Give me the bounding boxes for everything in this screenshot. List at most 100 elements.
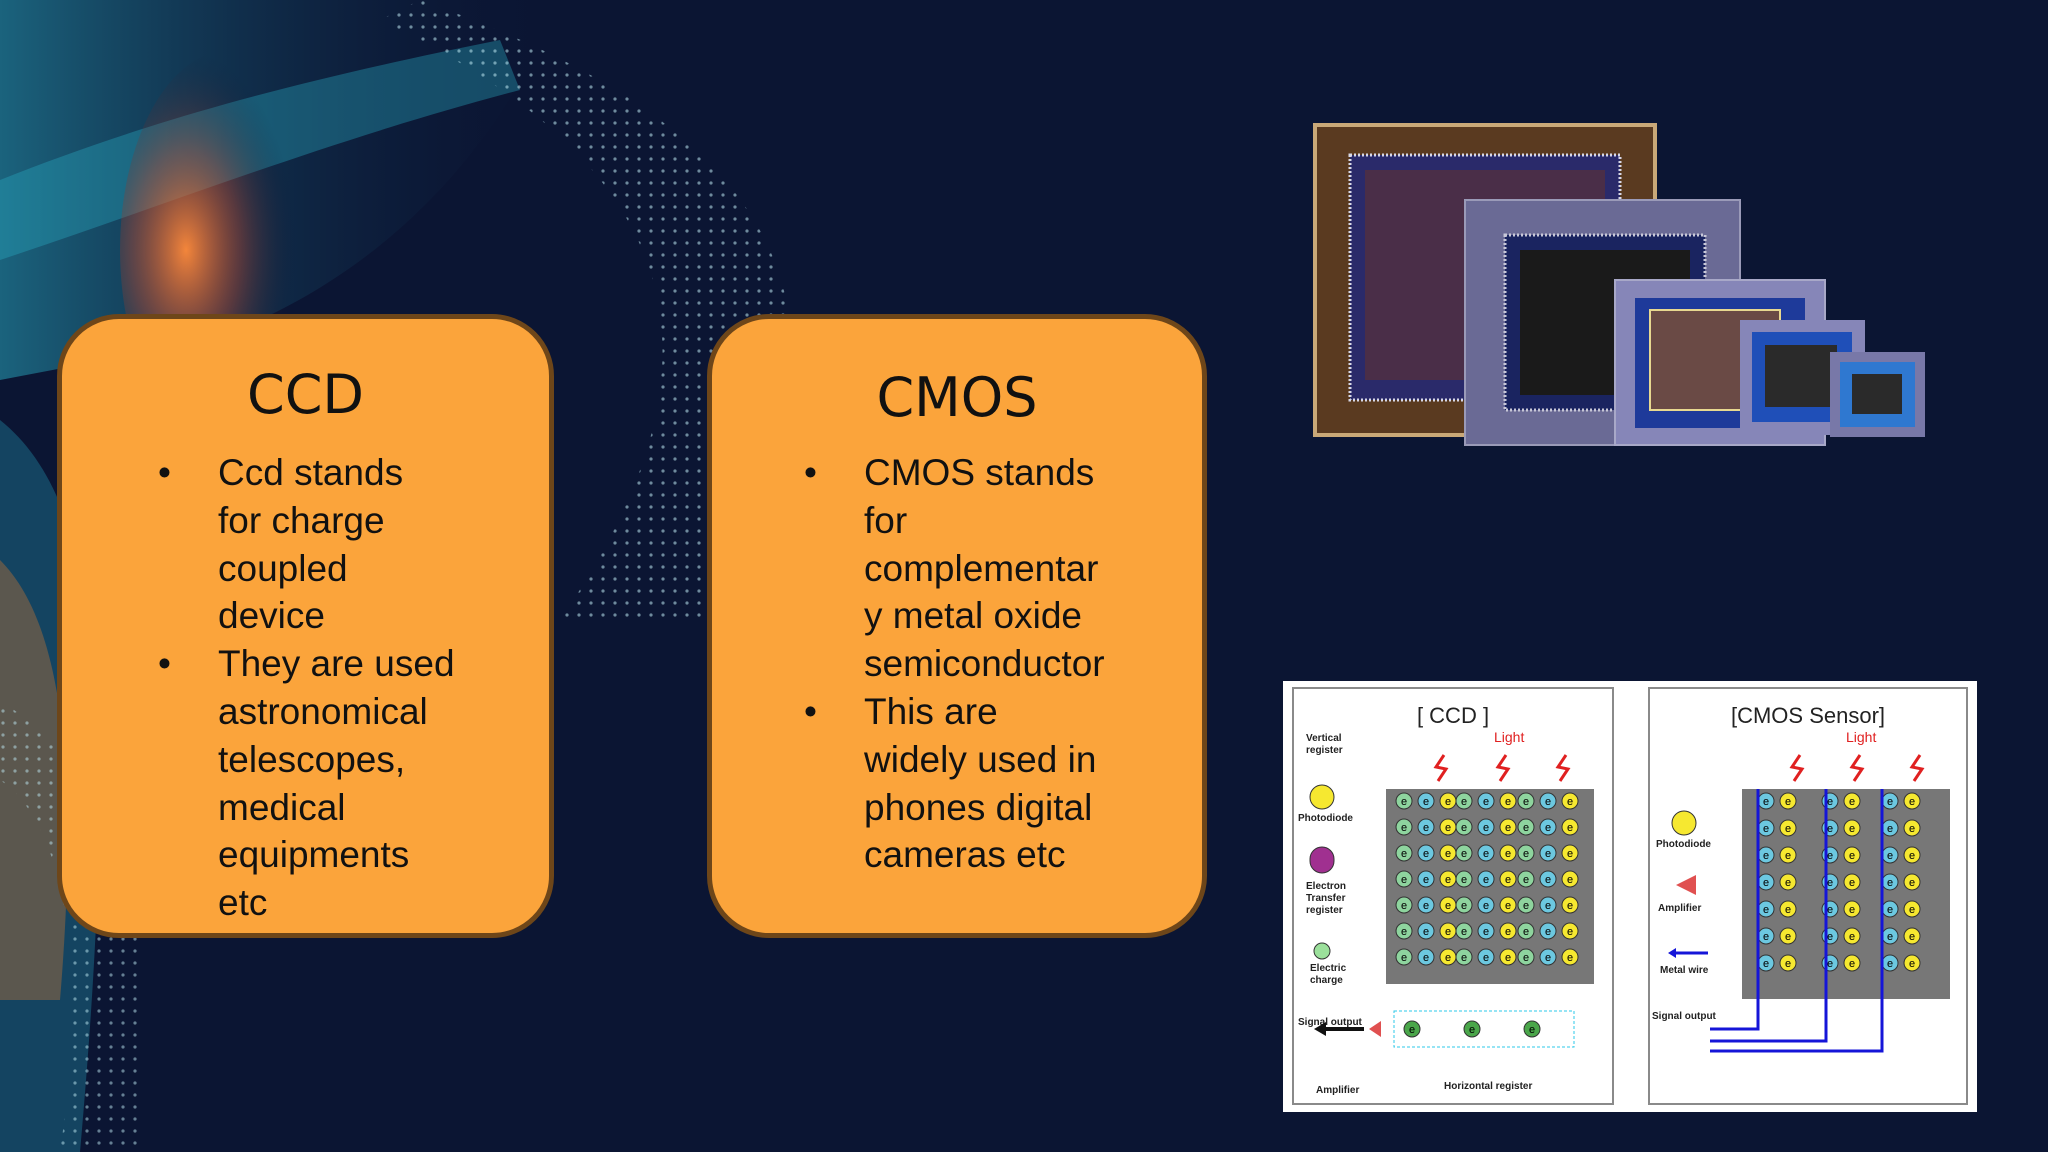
electron-label: e (1545, 900, 1551, 912)
electron-label: e (1849, 877, 1855, 889)
electron-label: e (1909, 796, 1915, 808)
pixel-cell (1395, 896, 1413, 914)
electron-label: e (1827, 850, 1833, 862)
electron-label: e (1909, 877, 1915, 889)
photodiode-legend-icon (1671, 810, 1697, 836)
light-label: Light (1494, 729, 1525, 745)
ccd-diagram-title: [ CCD ] (1416, 703, 1490, 728)
pixel-cell (1499, 922, 1517, 940)
metal-wire-label: Metal wire (1660, 965, 1709, 976)
electron-label: e (1461, 900, 1467, 912)
pixel-cell (1779, 900, 1797, 918)
electron-label: e (1887, 823, 1893, 835)
bullet-dot-icon: • (804, 452, 817, 493)
electron-label: e (1763, 823, 1769, 835)
electron-label: e (1887, 904, 1893, 916)
electron-label: e (1401, 796, 1407, 808)
pixel-cell (1779, 846, 1797, 864)
pixel-cell (1903, 819, 1921, 837)
electron-label: e (1545, 926, 1551, 938)
ccd-cmos-diagram: [ CCD ] Light Vertical register Photodio… (1283, 681, 1977, 1112)
ccd-card: CCD • Ccd stands for charge coupled devi… (57, 314, 554, 938)
electron-label: e (1887, 796, 1893, 808)
electron-label: e (1483, 926, 1489, 938)
pixel-cell (1843, 792, 1861, 810)
pixel-cell (1417, 948, 1435, 966)
label-line: charge (1310, 975, 1343, 986)
electron-label: e (1445, 900, 1451, 912)
ccd-bullet-list: • Ccd stands for charge coupled device •… (158, 449, 537, 927)
electron-label: e (1763, 958, 1769, 970)
label-line: Transfer (1306, 893, 1346, 904)
output-arrow-icon (1314, 1022, 1364, 1036)
electron-label: e (1423, 926, 1429, 938)
photodiode-legend-icon (1309, 784, 1335, 810)
pixel-cell (1477, 818, 1495, 836)
pixel-cell (1561, 870, 1579, 888)
electron-label: e (1423, 848, 1429, 860)
pixel-cell (1499, 844, 1517, 862)
electron-label: e (1483, 952, 1489, 964)
bullet-ccd-uses: • They are used astronomical telescopes,… (158, 640, 537, 927)
electron-label: e (1409, 1024, 1415, 1036)
bullet-line: telescopes, (218, 738, 406, 780)
electron-label: e (1401, 848, 1407, 860)
electron-label: e (1445, 874, 1451, 886)
pixel-cell (1417, 844, 1435, 862)
horizontal-register (1393, 1010, 1575, 1048)
bullet-line: This are (864, 690, 998, 732)
electron-label: e (1445, 822, 1451, 834)
electron-label: e (1827, 796, 1833, 808)
pixel-cell (1499, 948, 1517, 966)
pixel-cell (1395, 818, 1413, 836)
electron-label: e (1567, 900, 1573, 912)
electron-label: e (1567, 848, 1573, 860)
pixel-cell (1517, 896, 1535, 914)
pixel-cell (1395, 922, 1413, 940)
light-bolt-icons (1789, 754, 1925, 782)
electron-label: e (1785, 877, 1791, 889)
bullet-line: semiconductor (864, 643, 1105, 685)
electron-label: e (1545, 874, 1551, 886)
signal-output-label: Signal output (1652, 1011, 1716, 1022)
electron-label: e (1909, 823, 1915, 835)
pixel-cell (1903, 900, 1921, 918)
electron-label: e (1401, 822, 1407, 834)
pixel-cell (1843, 873, 1861, 891)
electron-label: e (1461, 952, 1467, 964)
electron-label: e (1827, 958, 1833, 970)
cmos-diagram-panel: [CMOS Sensor] Light Photodiode Amplifier… (1648, 687, 1968, 1105)
electron-label: e (1461, 796, 1467, 808)
bullet-dot-icon: • (804, 690, 817, 732)
pixel-cell (1561, 792, 1579, 810)
electron-label: e (1423, 874, 1429, 886)
electron-label: e (1785, 850, 1791, 862)
pixel-cell (1477, 948, 1495, 966)
pixel-cell (1843, 900, 1861, 918)
electron-label: e (1461, 926, 1467, 938)
cmos-diagram-title: [CMOS Sensor] (1730, 703, 1886, 728)
electron-label: e (1423, 796, 1429, 808)
light-label: Light (1846, 729, 1877, 745)
electron-label: e (1785, 904, 1791, 916)
metal-wire-lines (1710, 789, 1884, 1053)
electron-label: e (1461, 874, 1467, 886)
electron-label: e (1849, 958, 1855, 970)
electron-label: e (1763, 931, 1769, 943)
label-line: register (1306, 745, 1343, 756)
electron-label: e (1849, 850, 1855, 862)
electron-label: e (1827, 877, 1833, 889)
transfer-register-legend-icon (1309, 846, 1335, 874)
electron-label: e (1505, 848, 1511, 860)
electron-label: e (1887, 958, 1893, 970)
pixel-cell (1539, 844, 1557, 862)
pixel-cell (1517, 844, 1535, 862)
electron-label: e (1763, 850, 1769, 862)
bullet-line: phones digital (864, 786, 1093, 828)
electron-label: e (1461, 848, 1467, 860)
electron-label: e (1523, 952, 1529, 964)
label-line: Electric (1310, 963, 1347, 974)
pixel-cell (1455, 870, 1473, 888)
